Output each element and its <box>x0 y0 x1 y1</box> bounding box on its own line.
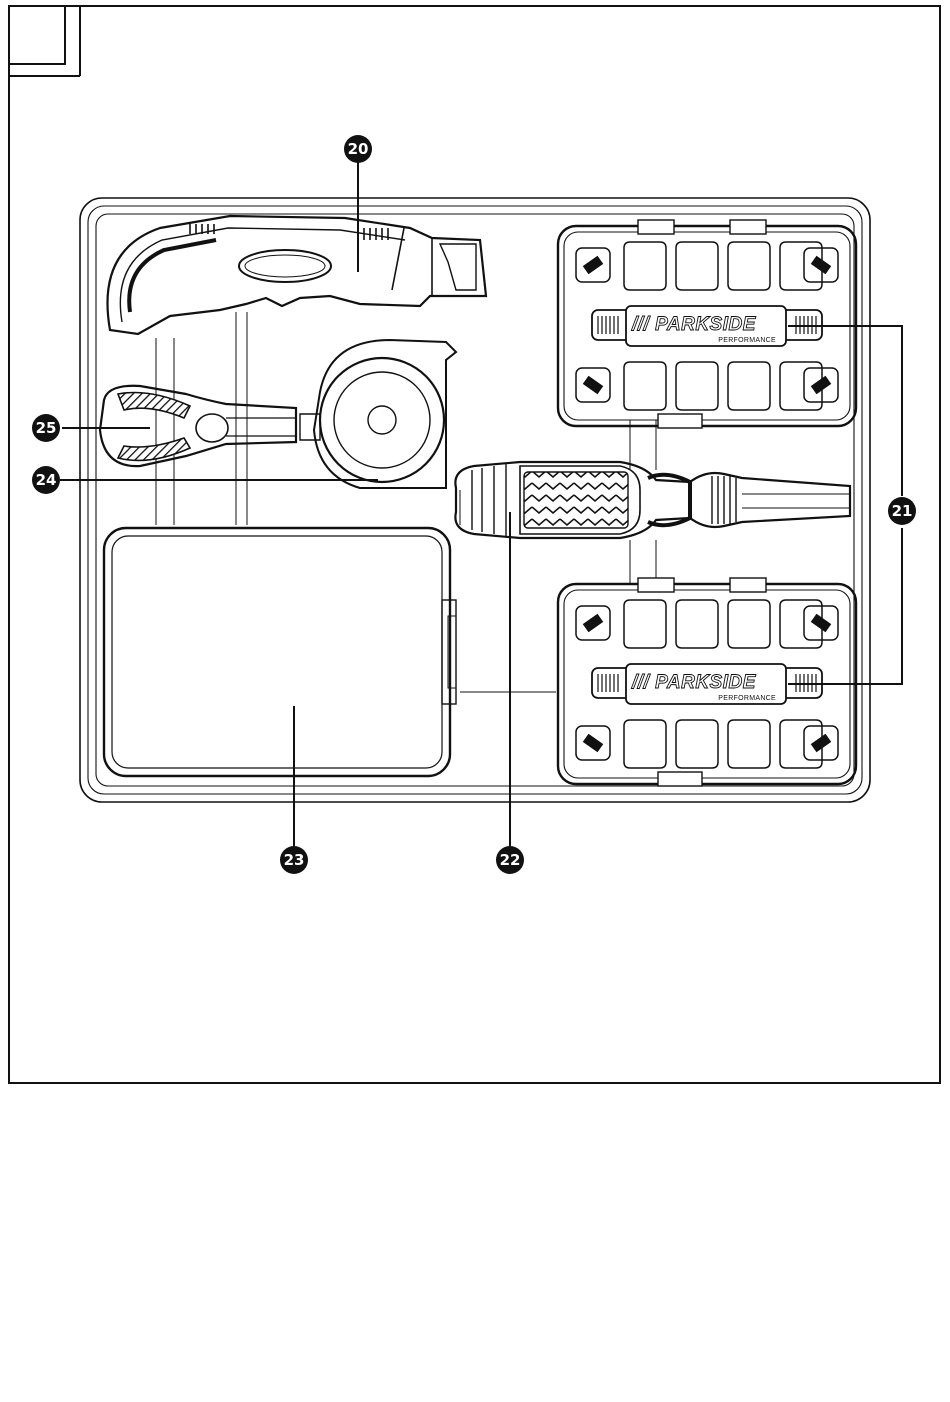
svg-text:24: 24 <box>36 471 57 489</box>
svg-text:22: 22 <box>500 851 521 869</box>
ratchet-screwdriver <box>455 462 850 538</box>
svg-text:23: 23 <box>284 851 305 869</box>
tape-measure <box>300 340 456 488</box>
brand-name-top: /// PARKSIDE <box>631 314 757 335</box>
utility-knife <box>107 216 486 334</box>
svg-text:25: 25 <box>36 419 57 437</box>
callout-25: 25 <box>32 414 60 442</box>
brand-sub-bottom: PERFORMANCE <box>718 695 776 702</box>
parts-box <box>104 528 456 776</box>
callout-22: 22 <box>496 846 524 874</box>
bit-box-top: /// PARKSIDE PERFORMANCE <box>558 220 856 428</box>
svg-text:20: 20 <box>348 140 369 158</box>
callout-23: 23 <box>280 846 308 874</box>
brand-name-bottom: /// PARKSIDE <box>631 672 757 693</box>
callout-24: 24 <box>32 466 60 494</box>
page-frame <box>9 6 940 1083</box>
figure-label-box <box>9 6 65 64</box>
callout-20: 20 <box>344 135 372 163</box>
svg-text:21: 21 <box>892 502 913 520</box>
brand-sub-top: PERFORMANCE <box>718 337 776 344</box>
leader-lines <box>60 162 902 846</box>
storage-case <box>80 198 870 802</box>
callout-21: 21 <box>888 497 916 525</box>
bit-box-bottom: /// PARKSIDE PERFORMANCE <box>558 578 856 786</box>
bit-screwdriver-handle <box>100 386 296 466</box>
